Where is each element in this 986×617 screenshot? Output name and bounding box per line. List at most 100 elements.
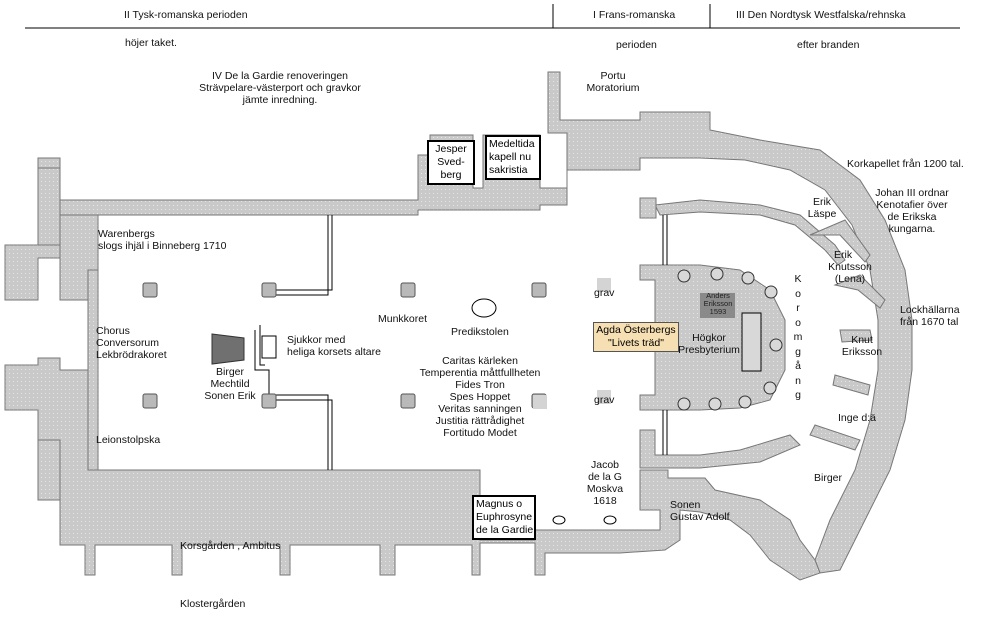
- period-4-line: jämte inredning.: [242, 94, 318, 106]
- jesper-line: Sved-: [437, 156, 465, 168]
- korgang-letter: o: [795, 287, 801, 300]
- anders-line: Eriksson: [703, 299, 733, 308]
- period-1-sub: perioden: [616, 39, 657, 51]
- predikstolen-oval: [471, 298, 497, 318]
- choir-column: [708, 397, 722, 411]
- erik-knutsson-line: Knutsson: [828, 261, 872, 273]
- sjukkor-label: Sjukkor med heliga korsets altare: [287, 334, 381, 358]
- choir-column: [677, 269, 691, 283]
- period-4-line: IV De la Gardie renoveringen: [212, 70, 348, 82]
- south-wall: [4, 357, 821, 581]
- north-wall: [37, 71, 913, 574]
- magnus-line: Euphrosyne: [476, 511, 533, 523]
- birger-grave: [211, 333, 245, 365]
- birger-left-line: Mechtild: [210, 378, 250, 390]
- korkapellet-label: Korkapellet från 1200 tal.: [847, 158, 964, 170]
- ambulatory-rib-1: [654, 199, 846, 266]
- erik-knutsson-label: Erik Knutsson (Lena): [822, 249, 878, 285]
- high-altar: [741, 312, 762, 372]
- korgang-letter: å: [795, 360, 801, 372]
- west-buttress-bottom: [37, 439, 61, 501]
- jacob-label: Jacob de la G Moskva 1618: [580, 459, 630, 507]
- korgang-letter: r: [796, 302, 800, 314]
- agda-osterberg-box: Agda Österbergs "Livets träd": [593, 322, 679, 352]
- period-2-label: II Tysk-romanska perioden: [124, 9, 248, 21]
- portu-line: Moratorium: [586, 82, 640, 94]
- pillar: [400, 282, 416, 298]
- johan-line: Kenotafier över: [876, 199, 948, 211]
- screen-lower: [269, 399, 333, 470]
- sacristy-buttress: [639, 197, 657, 219]
- screen-side-2: [259, 325, 265, 366]
- ambulatory-rib-4: [839, 329, 873, 343]
- birger-mechtild-label: Birger Mechtild Sonen Erik: [200, 366, 260, 402]
- grave-oval: [552, 515, 566, 525]
- jacob-line: 1618: [593, 495, 617, 507]
- knut-line: Eriksson: [841, 346, 883, 358]
- ambulatory-rib-6: [809, 424, 861, 451]
- knut-line: Knut: [851, 334, 873, 346]
- inge-label: Inge d:ä: [838, 412, 876, 424]
- pillar: [261, 393, 277, 409]
- agda-line: "Livets träd": [608, 337, 664, 349]
- screen-upper: [269, 215, 333, 291]
- ambulatory-rib-2: [809, 219, 871, 263]
- knut-eriksson-label: Knut Eriksson: [833, 334, 891, 358]
- grave-oval: [603, 515, 617, 525]
- choir-column: [710, 267, 724, 281]
- period-1-label: I Frans-romanska: [593, 9, 676, 21]
- magnus-box: Magnus o Euphrosyne de la Gardie: [472, 495, 536, 540]
- grav-top-label: grav: [594, 287, 615, 299]
- grav-bottom-label: grav: [594, 394, 615, 406]
- virtue-line: Justitia rättrådighet: [435, 415, 525, 427]
- lockhallarna-line: Lockhällarna: [900, 304, 960, 316]
- period-3-sub: efter branden: [797, 39, 860, 51]
- sjukkor-line: heliga korsets altare: [287, 346, 381, 358]
- virtue-line: Temperentia måttfullheten: [419, 367, 541, 379]
- birger-left-line: Sonen Erik: [204, 390, 256, 402]
- johan-label: Johan III ordnar Kenotafier över de Erik…: [864, 187, 960, 235]
- korgang-letter: m: [793, 331, 803, 343]
- choir-column: [677, 397, 691, 411]
- jacob-line: de la G: [588, 471, 622, 483]
- pillar: [531, 282, 547, 298]
- erik-laspe-line: Läspe: [807, 208, 837, 220]
- leionstolpska-label: Leionstolpska: [96, 434, 161, 446]
- warenbergs-label: Warenbergs slogs ihjäl i Binneberg 1710: [98, 228, 226, 252]
- virtue-line: Fortitudo Modet: [443, 427, 517, 439]
- virtues-label: Caritas kärleken Temperentia måttfullhet…: [405, 355, 555, 439]
- warenbergs-line: slogs ihjäl i Binneberg 1710: [98, 240, 227, 252]
- korgang-letter: g: [795, 345, 801, 358]
- ambulatory-rib-7: [639, 429, 801, 469]
- sonen-line: Gustav Adolf: [670, 511, 730, 523]
- grave-slab-bottom: [597, 390, 611, 404]
- medeltida-box: Medeltida kapell nu sakristia: [485, 135, 541, 180]
- birger-left-line: Birger: [215, 366, 244, 378]
- chorus-line: Lekbrödrakoret: [96, 349, 167, 361]
- agda-line: Agda Österbergs: [596, 324, 676, 336]
- sjukkor-line: Sjukkor med: [287, 334, 346, 346]
- period-3-label: III Den Nordtysk Westfalska/rehnska: [736, 9, 906, 21]
- sonen-gustav-adolf-label: Sonen Gustav Adolf: [670, 499, 730, 523]
- pillar: [142, 393, 158, 409]
- warenbergs-line: Warenbergs: [98, 228, 155, 240]
- choir-columns: [677, 267, 783, 411]
- korgang-letter: n: [795, 374, 801, 387]
- anders-grave: [700, 293, 735, 318]
- chorus-line: Chorus: [96, 325, 130, 337]
- ambulatory-rib-5: [832, 374, 871, 396]
- johan-line: de Erikska: [887, 211, 937, 223]
- virtue-line: Spes Hoppet: [449, 391, 511, 403]
- anders-eriksson-label: Anders Eriksson 1593: [700, 292, 736, 316]
- jesper-line: berg: [440, 169, 462, 181]
- anders-line: Anders: [706, 291, 730, 300]
- predikstolen-label: Predikstolen: [451, 326, 509, 338]
- grave-slab-nave: [533, 395, 547, 409]
- sonen-line: Sonen: [670, 499, 701, 511]
- jacob-line: Jacob: [590, 459, 620, 471]
- hogkor-label: Högkor Presbyterium: [674, 332, 744, 356]
- pillar: [142, 282, 158, 298]
- jesper-line: Jesper: [435, 143, 467, 155]
- medeltida-line: sakristia: [489, 164, 528, 176]
- korgang-letter: o: [795, 316, 801, 329]
